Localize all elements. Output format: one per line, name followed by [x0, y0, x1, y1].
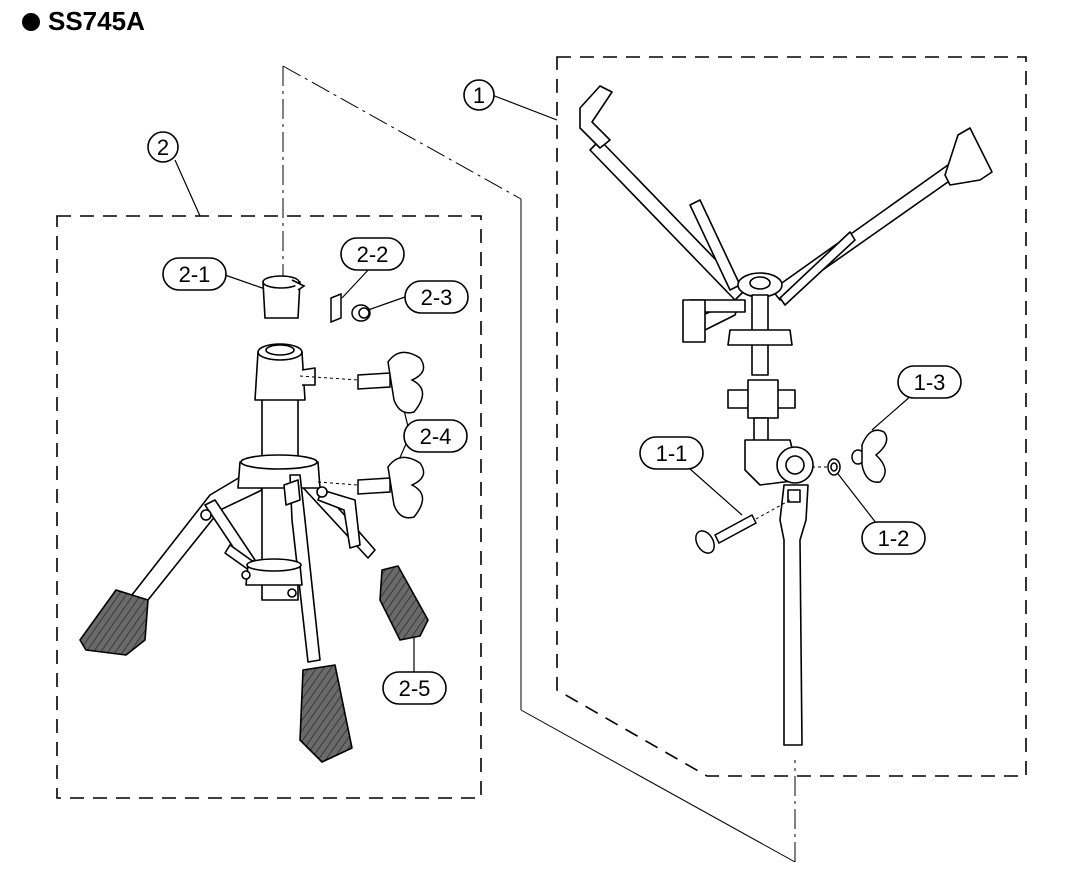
bullet-icon: [22, 12, 40, 31]
svg-text:2-3: 2-3: [421, 285, 453, 310]
snare-basket: [579, 85, 993, 746]
foot-right: [379, 565, 429, 641]
part-2-4-wingbolts: [299, 351, 425, 519]
basket-tip-left: [579, 85, 613, 149]
svg-text:1: 1: [473, 83, 485, 108]
svg-text:1-3: 1-3: [914, 370, 946, 395]
part-1-1-bolt: [695, 499, 791, 554]
tripod-base: [79, 343, 429, 763]
part-2-2-plate: [330, 292, 342, 324]
callout-2-3: 2-3: [404, 280, 469, 314]
callout-1: 1: [463, 79, 495, 111]
part-2-1-insert: [262, 275, 306, 319]
group-box-2: [56, 215, 482, 799]
foot-front: [299, 664, 353, 763]
part-1-3-wingnut: [812, 429, 888, 483]
callout-1-1: 1-1: [639, 436, 704, 470]
basket-tip-right: [944, 127, 993, 186]
svg-text:2-5: 2-5: [399, 676, 431, 701]
assembly-lines: [282, 65, 796, 863]
foot-left: [79, 589, 149, 656]
model-title: SS745A: [22, 6, 145, 37]
svg-text:2: 2: [157, 135, 169, 160]
svg-text:2-1: 2-1: [179, 262, 211, 287]
callout-1-3: 1-3: [897, 365, 962, 399]
svg-text:1-2: 1-2: [878, 526, 910, 551]
svg-text:2-2: 2-2: [357, 242, 389, 267]
callout-2-1: 2-1: [162, 257, 227, 291]
callout-2-2: 2-2: [340, 237, 405, 271]
svg-text:2-4: 2-4: [420, 424, 452, 449]
callout-2-5: 2-5: [382, 671, 447, 705]
model-name: SS745A: [48, 6, 145, 36]
group-box-1: [556, 56, 1027, 777]
part-1-2-washer: [827, 458, 841, 476]
callout-1-2: 1-2: [861, 521, 926, 555]
callout-2-4: 2-4: [403, 419, 468, 453]
callout-2: 2: [147, 131, 179, 163]
svg-text:1-1: 1-1: [656, 441, 688, 466]
part-2-3-nut: [351, 304, 371, 322]
